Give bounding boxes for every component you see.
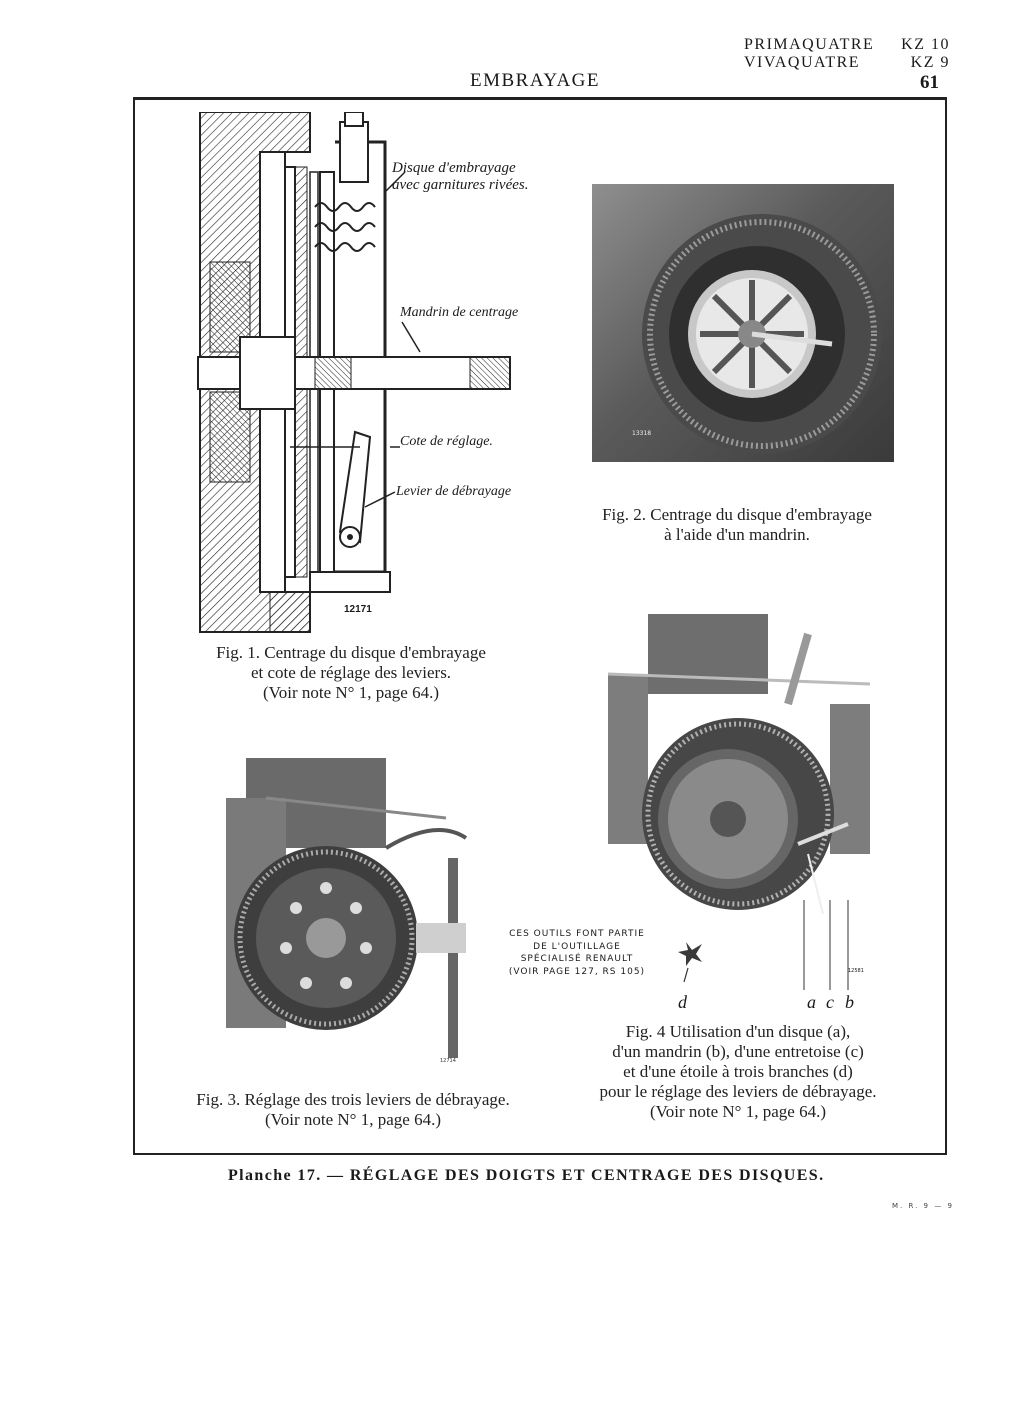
fig4-caption-line5: (Voir note N° 1, page 64.)	[650, 1102, 826, 1121]
fig4-caption-line4: pour le réglage des leviers de débrayage…	[599, 1082, 877, 1101]
fig4-label-a: a	[807, 992, 816, 1012]
fig1-label-disque: Disque d'embrayage avec garnitures rivée…	[392, 160, 529, 194]
fig1-drawing-number: 12171	[344, 604, 372, 615]
tools-note-line4: (VOIR PAGE 127, RS 105)	[508, 966, 646, 977]
fig2-caption: Fig. 2. Centrage du disque d'embrayage à…	[586, 505, 888, 545]
fig1-clutch-section-drawing	[197, 112, 511, 633]
reference-code: M. R. 9 — 9	[892, 1202, 954, 1210]
fig4-caption-line2: d'un mandrin (b), d'une entretoise (c)	[612, 1042, 864, 1061]
fig3-photo	[226, 758, 472, 1060]
fig1-label-disque-line1: Disque d'embrayage	[392, 160, 516, 176]
model-code-2: KZ 9	[910, 54, 950, 71]
tools-note-line3: SPÉCIALISÉ RENAULT	[520, 954, 634, 964]
fig4-label-b: b	[845, 992, 854, 1012]
fig4-label-c: c	[826, 992, 834, 1012]
fig1-label-cote: Cote de réglage.	[400, 434, 493, 449]
fig4-callout-lines	[803, 900, 849, 990]
fig3-caption-line2: (Voir note N° 1, page 64.)	[265, 1110, 441, 1129]
fig4-label-d: d	[678, 992, 687, 1012]
star-tool-icon	[678, 942, 702, 983]
model-code-1: KZ 10	[901, 36, 950, 53]
fig1-caption-line3: (Voir note N° 1, page 64.)	[263, 683, 439, 702]
page-number: 61	[920, 72, 939, 93]
section-title: EMBRAYAGE	[470, 70, 600, 91]
fig3-caption: Fig. 3. Réglage des trois leviers de déb…	[176, 1090, 530, 1130]
fig4-caption-line3: et d'une étoile à trois branches (d)	[623, 1062, 853, 1081]
fig1-caption-line1: Fig. 1. Centrage du disque d'embrayage	[216, 643, 486, 662]
fig4-tools-note: CES OUTILS FONT PARTIE DE L'OUTILLAGE SP…	[497, 928, 657, 978]
fig3-photo-number: 12714	[440, 1058, 456, 1064]
fig1-caption: Fig. 1. Centrage du disque d'embrayage e…	[196, 643, 506, 703]
fig3-caption-line1: Fig. 3. Réglage des trois leviers de déb…	[196, 1090, 510, 1109]
plate-frame	[133, 97, 947, 1155]
fig4-caption-line1: Fig. 4 Utilisation d'un disque (a),	[625, 1022, 851, 1041]
fig2-caption-line1: Fig. 2. Centrage du disque d'embrayage	[602, 505, 872, 524]
fig2-photo-number: 13318	[632, 430, 652, 437]
model-name-2: VIVAQUATRE	[744, 54, 861, 71]
plate-title: Planche 17. — RÉGLAGE DES DOIGTS ET CENT…	[228, 1167, 825, 1184]
tools-note-line1: CES OUTILS FONT PARTIE	[509, 929, 645, 939]
model-header: PRIMAQUATRE KZ 10 VIVAQUATRE KZ 9	[744, 36, 950, 72]
fig4-caption: Fig. 4 Utilisation d'un disque (a), d'un…	[578, 1022, 898, 1122]
tools-note-line2: DE L'OUTILLAGE	[533, 941, 621, 952]
fig4-photo-number: 12581	[848, 968, 864, 974]
fig1-label-levier: Levier de débrayage	[396, 484, 512, 499]
model-name-1: PRIMAQUATRE	[744, 36, 875, 53]
fig1-label-mandrin: Mandrin de centrage	[400, 305, 519, 320]
fig2-photo	[592, 184, 894, 462]
fig4-photo	[608, 614, 870, 914]
fig2-caption-line2: à l'aide d'un mandrin.	[664, 525, 810, 544]
fig1-label-disque-line2: avec garnitures rivées.	[392, 177, 529, 193]
fig1-caption-line2: et cote de réglage des leviers.	[250, 663, 452, 682]
